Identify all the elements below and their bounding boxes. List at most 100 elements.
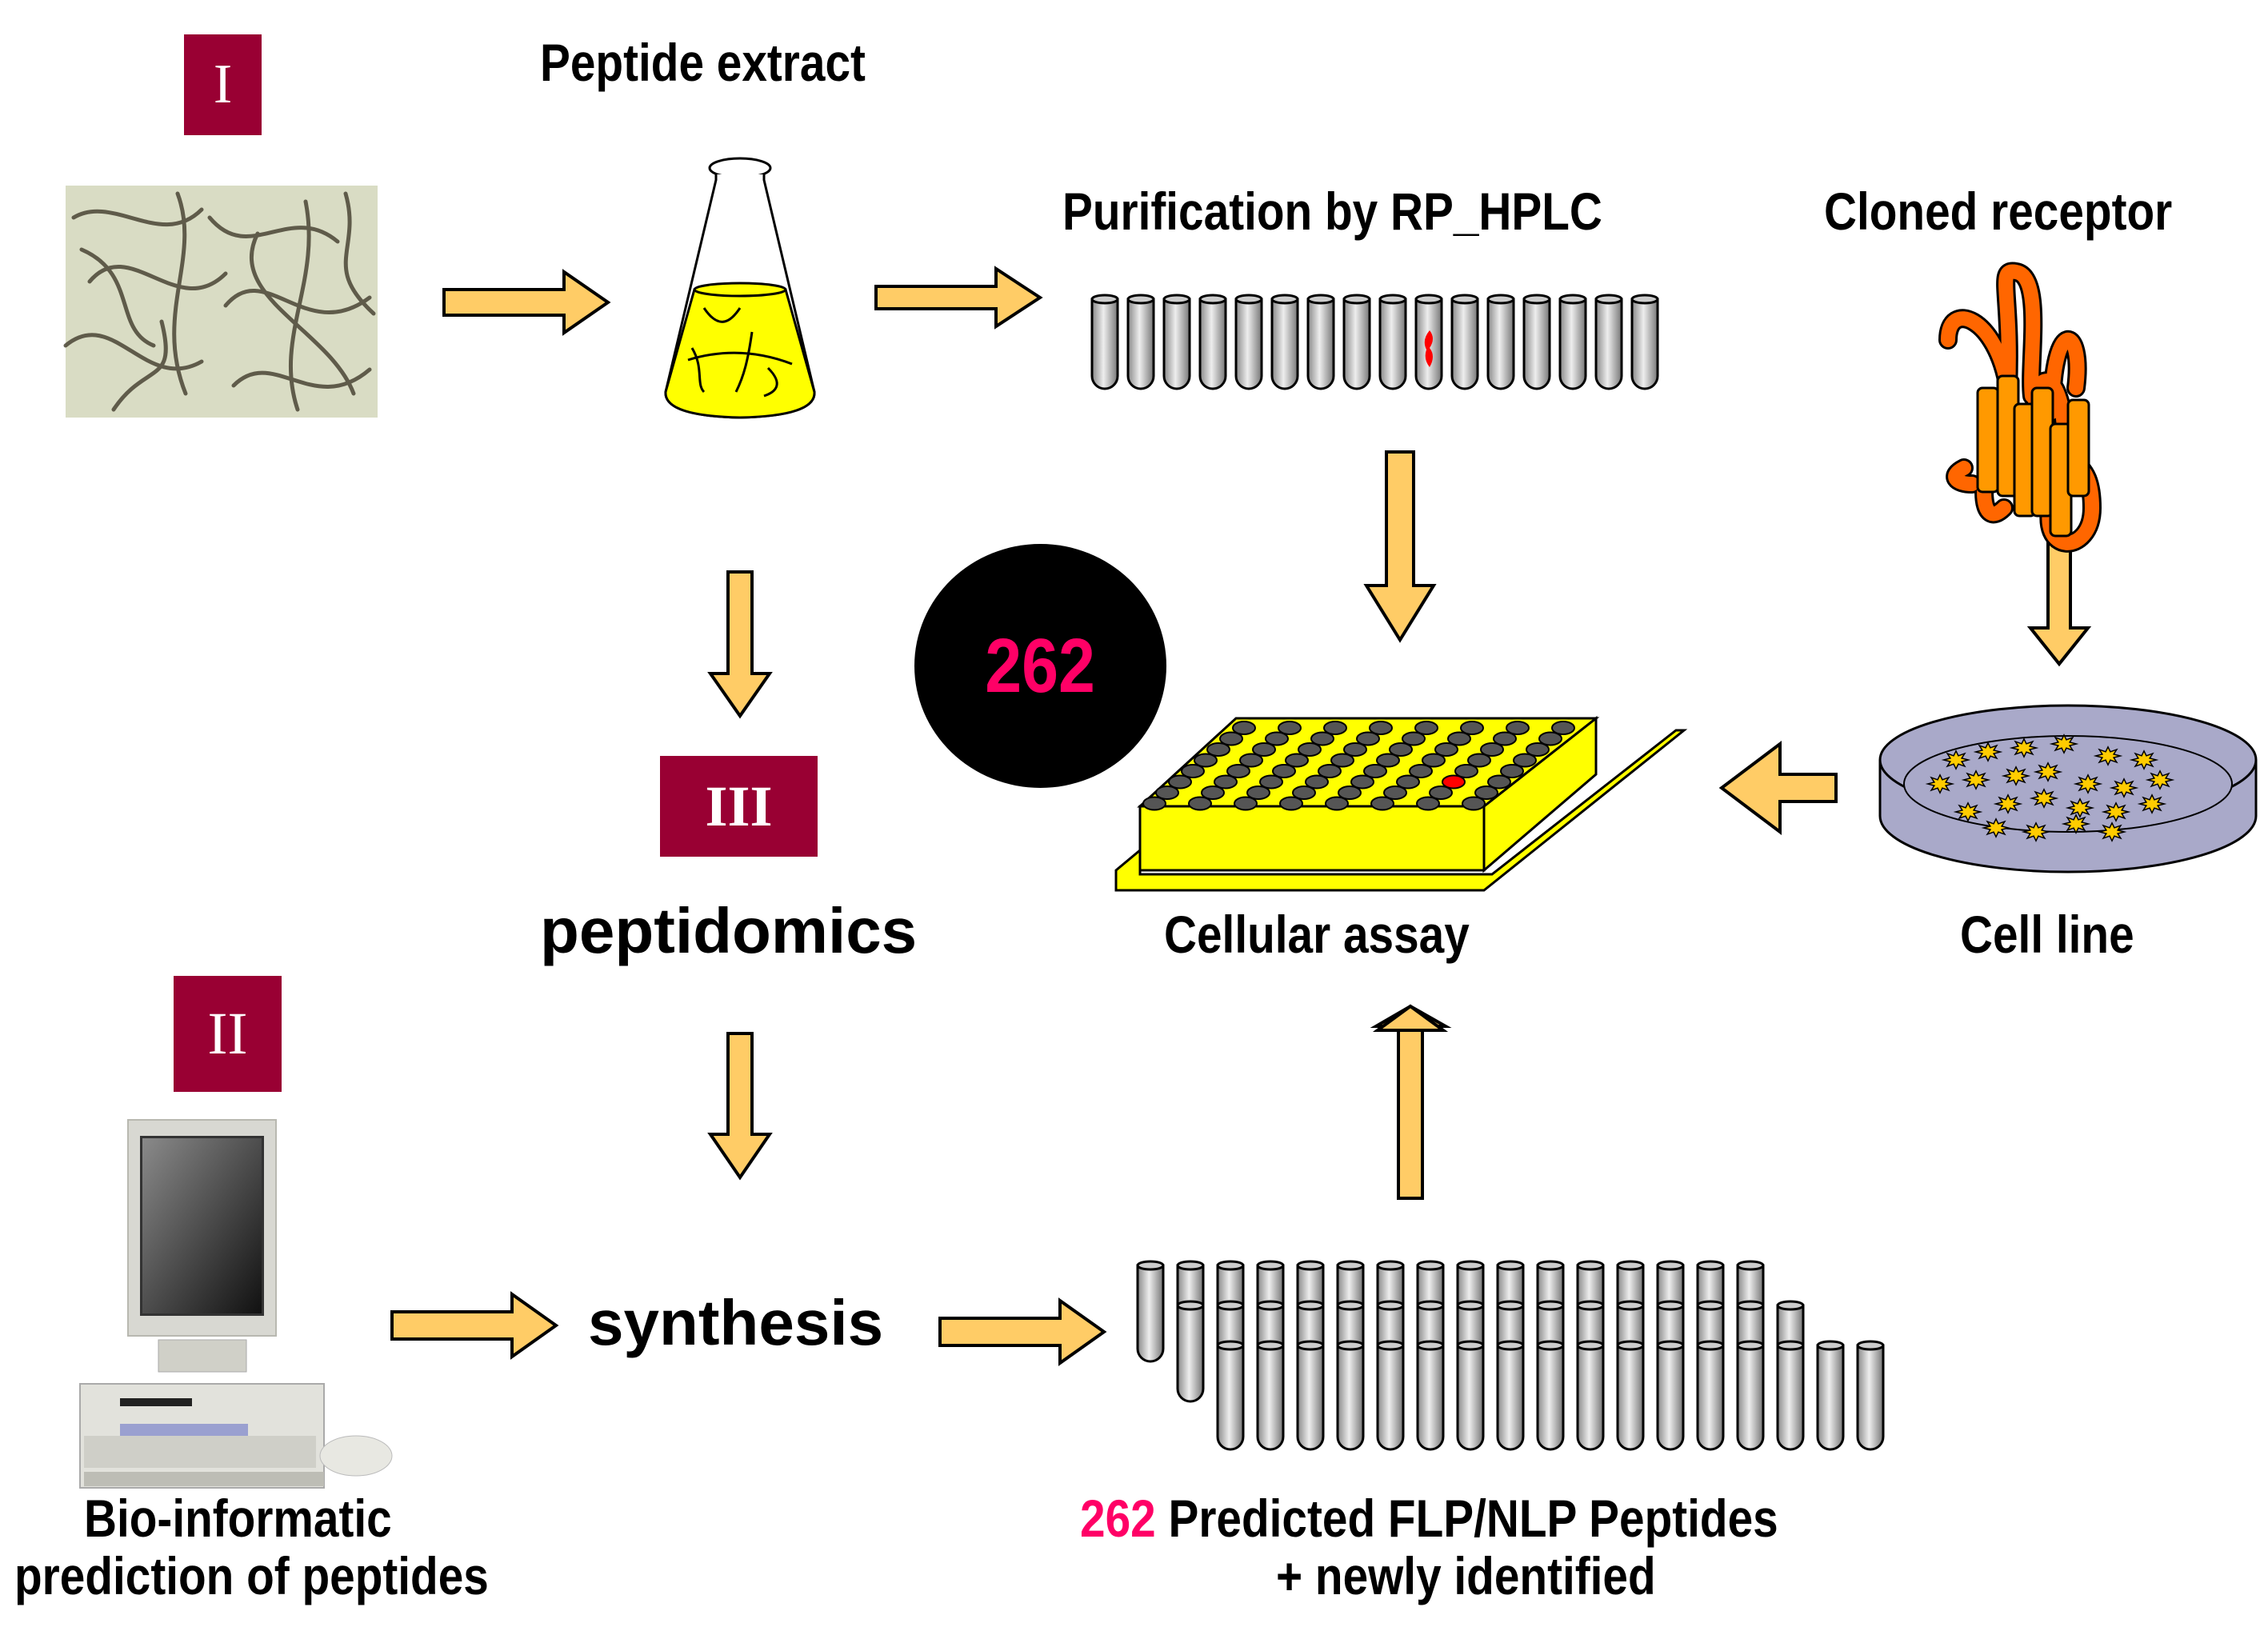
well [1201,786,1225,800]
well [1434,742,1458,757]
cell-icon [2093,746,2123,766]
well [1493,731,1517,746]
label-purification: Purification by RP_HPLC [1062,182,1602,241]
tube-icon [1856,1340,1885,1451]
tube-icon [1234,294,1263,390]
well [1480,742,1504,757]
peptide-fraction-mark [1424,330,1433,367]
tube-icon [1162,294,1191,390]
tube-icon [1616,1340,1645,1451]
well [1350,774,1374,790]
arrow-down-icon [1363,450,1437,643]
well [1292,786,1316,800]
well [1272,764,1296,778]
well [1416,796,1440,811]
hplc-tubes-icon [1090,294,1659,390]
arrow-right-icon [938,1297,1107,1366]
label-cell-line: Cell line [1960,905,2134,964]
well [1226,764,1250,778]
well [1232,721,1256,735]
label-bioinformatic-2: prediction of peptides [14,1546,489,1605]
tube-icon [1256,1340,1285,1451]
arrow-left-icon [1718,740,1838,836]
label-cellular-assay: Cellular assay [1164,905,1470,964]
arrow-up-head-icon [1372,1004,1449,1032]
well [1142,796,1166,811]
well [1369,721,1393,735]
label-peptidomics: peptidomics [540,895,918,966]
well [1246,786,1270,800]
label-bioinformatic-1: Bio-informatic [84,1489,392,1548]
cell-icon [2029,788,2059,809]
tube-icon [1486,294,1515,390]
well [1239,753,1263,768]
cell-icon [2061,814,2091,834]
cell-icon [2049,734,2079,754]
well [1402,731,1426,746]
cell-icon [2145,770,2175,790]
tube-icon [1176,1300,1205,1403]
well [1259,774,1283,790]
tube-icon [1816,1340,1845,1451]
well [1460,721,1484,735]
well [1188,796,1212,811]
well [1414,721,1438,735]
arrow-down-icon [2026,538,2092,667]
well [1462,796,1486,811]
tube-icon [1594,294,1623,390]
tube-icon [1136,1260,1165,1363]
well [1318,764,1342,778]
well [1356,731,1380,746]
cell-icon [2137,794,2167,814]
badge-label: I [213,54,233,115]
tube-icon [1198,294,1227,390]
count-circle-value: 262 [985,622,1096,709]
well [1343,742,1367,757]
tube-icon [1450,294,1479,390]
well [1155,786,1179,800]
step-badge-i: I [184,34,262,135]
cell-icon [2109,778,2139,798]
cell-icon [2073,774,2103,794]
well [1181,764,1205,778]
cell-icon [1993,794,2023,814]
badge-label: II [207,1000,248,1067]
well [1474,786,1498,800]
receptor-icon [1938,262,2102,553]
cell-icon [1973,742,2003,762]
worms-photo-icon [63,186,378,418]
predicted-count: 262 [1080,1489,1156,1548]
tube-icon [1416,1340,1445,1451]
well [1422,753,1446,768]
well [1500,764,1524,778]
tube-icon [1558,294,1587,390]
well [1376,753,1400,768]
cell-icon [2033,762,2063,782]
badge-label: III [705,774,773,838]
label-peptide-extract: Peptide extract [540,33,866,92]
tube-icon [1776,1340,1805,1451]
tube-icon [1696,1340,1725,1451]
well [1219,731,1243,746]
cell-icon [1925,774,1955,794]
well [1279,796,1303,811]
well [1383,786,1407,800]
cell-icon [2101,802,2131,822]
arrow-right-icon [442,269,611,336]
tube-icon [1736,1340,1765,1451]
tube-icon [1126,294,1155,390]
synth-tubes-icon [1136,1260,1885,1451]
cell-icon [1941,750,1971,770]
tube-icon [1576,1340,1605,1451]
well [1363,764,1387,778]
cell-icon [2129,750,2159,770]
arrow-down-icon [707,1032,773,1181]
cell-icon [2021,821,2051,842]
well [1252,742,1276,757]
well [1551,721,1575,735]
tube-icon [1378,294,1407,390]
tube-icon [1296,1340,1325,1451]
step-badge-ii: II [174,976,282,1092]
tube-icon [1536,1340,1565,1451]
well [1506,721,1530,735]
